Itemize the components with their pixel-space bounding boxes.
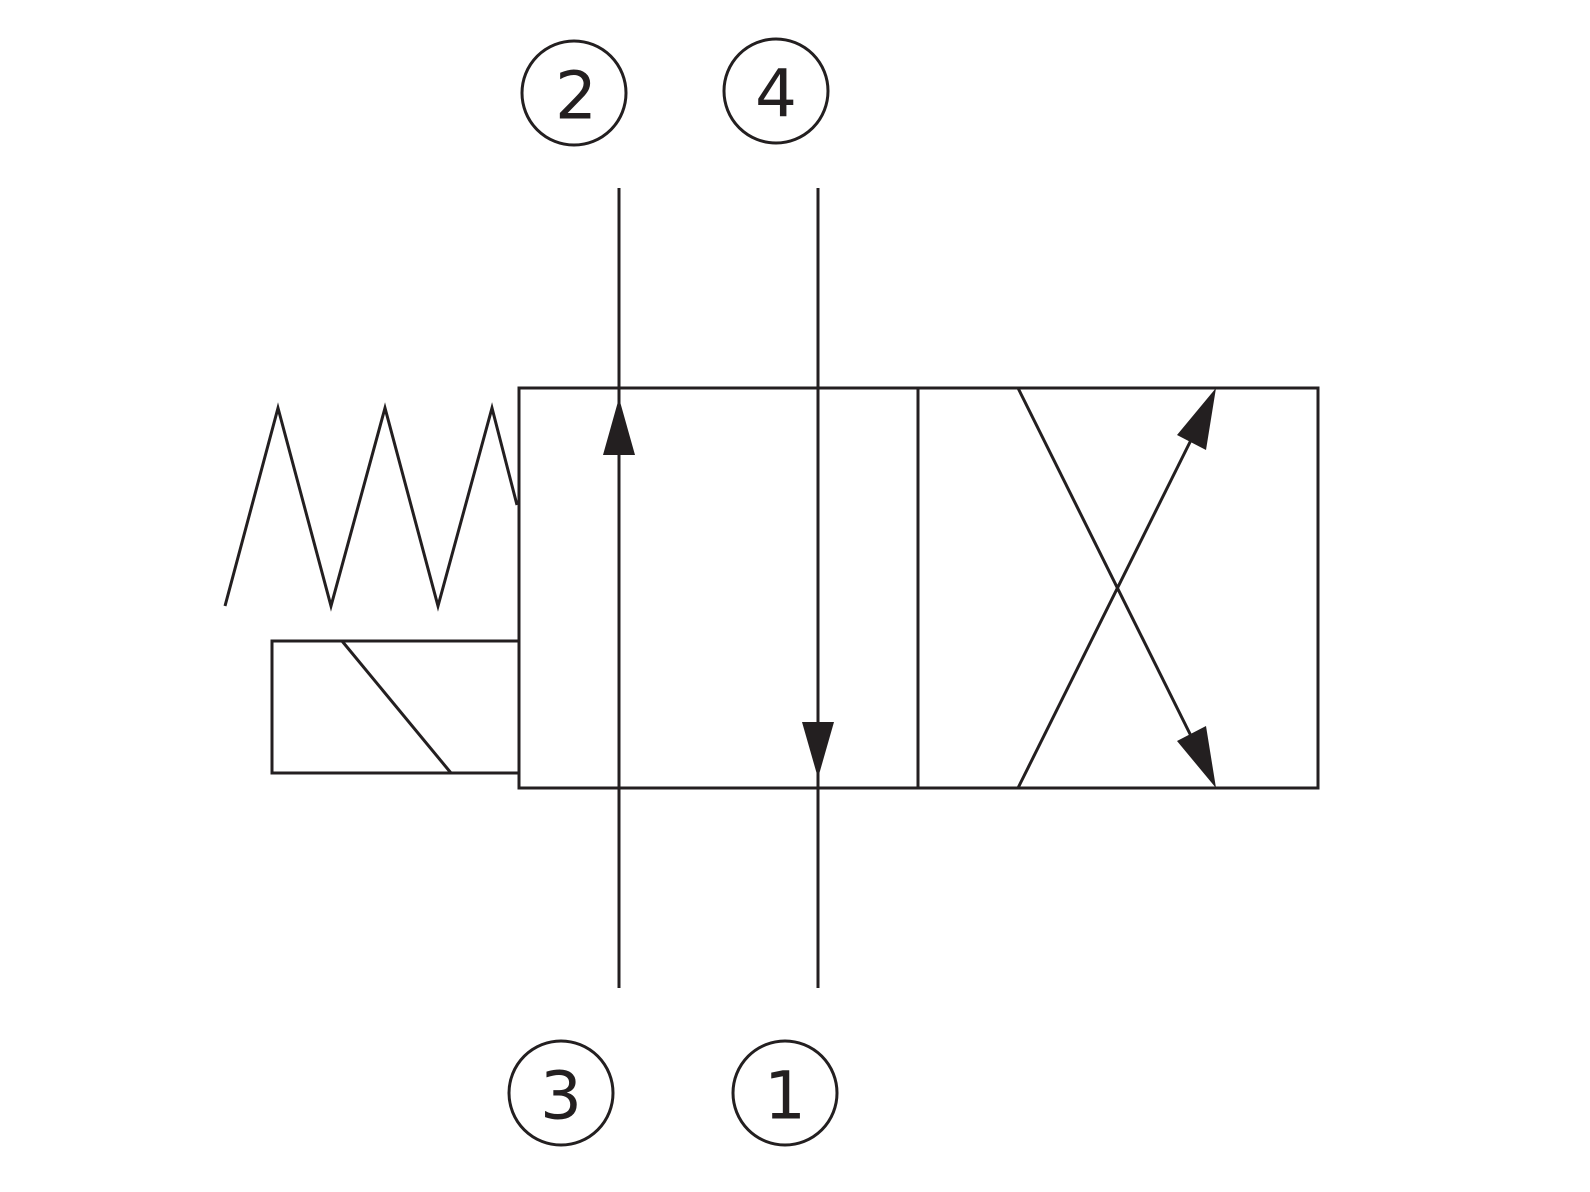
port-2-marker: 2	[520, 39, 628, 147]
port-2-label: 2	[555, 58, 597, 135]
port-3-marker: 3	[507, 1039, 615, 1147]
arrow-up-icon	[603, 398, 635, 455]
arrow-diagonal-down-icon	[1177, 726, 1216, 788]
port-1-marker: 1	[731, 1039, 839, 1147]
port-3-label: 3	[540, 1058, 582, 1135]
valve-envelope-right	[916, 386, 1320, 790]
solenoid-icon	[270, 639, 519, 775]
port-4-label: 4	[755, 56, 797, 133]
spring-icon	[223, 402, 519, 612]
arrow-down-icon	[802, 722, 834, 778]
port-4-marker: 4	[722, 37, 830, 145]
port-1-label: 1	[764, 1058, 806, 1135]
cross-line-down	[1016, 387, 1196, 743]
cross-line-up	[1016, 433, 1196, 789]
arrow-diagonal-up-icon	[1177, 388, 1216, 450]
valve-envelope-left	[517, 386, 920, 790]
